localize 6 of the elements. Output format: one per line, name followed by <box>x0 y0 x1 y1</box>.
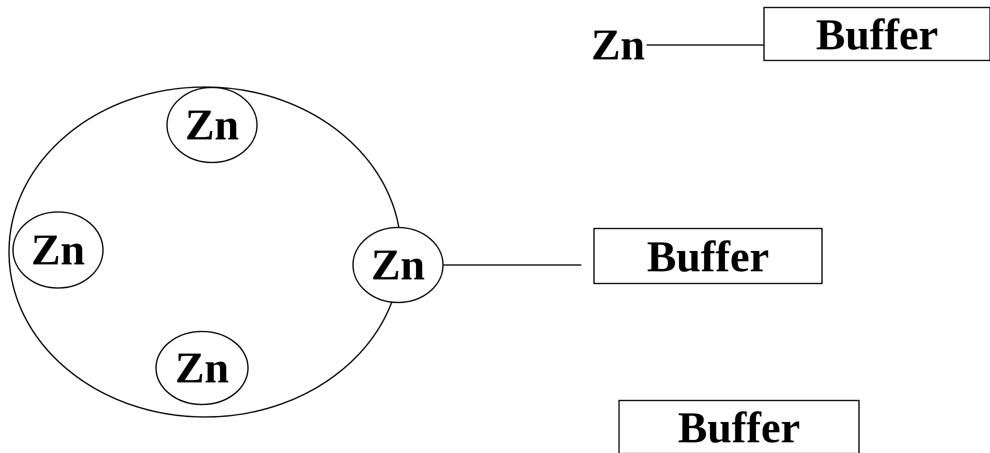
node-label: Zn <box>593 30 644 60</box>
connector-line <box>646 44 764 46</box>
connector-line <box>444 264 582 266</box>
buffer-box: Buffer <box>618 400 860 453</box>
buffer-box: Buffer <box>763 6 990 62</box>
buffer-box: Buffer <box>593 228 823 284</box>
